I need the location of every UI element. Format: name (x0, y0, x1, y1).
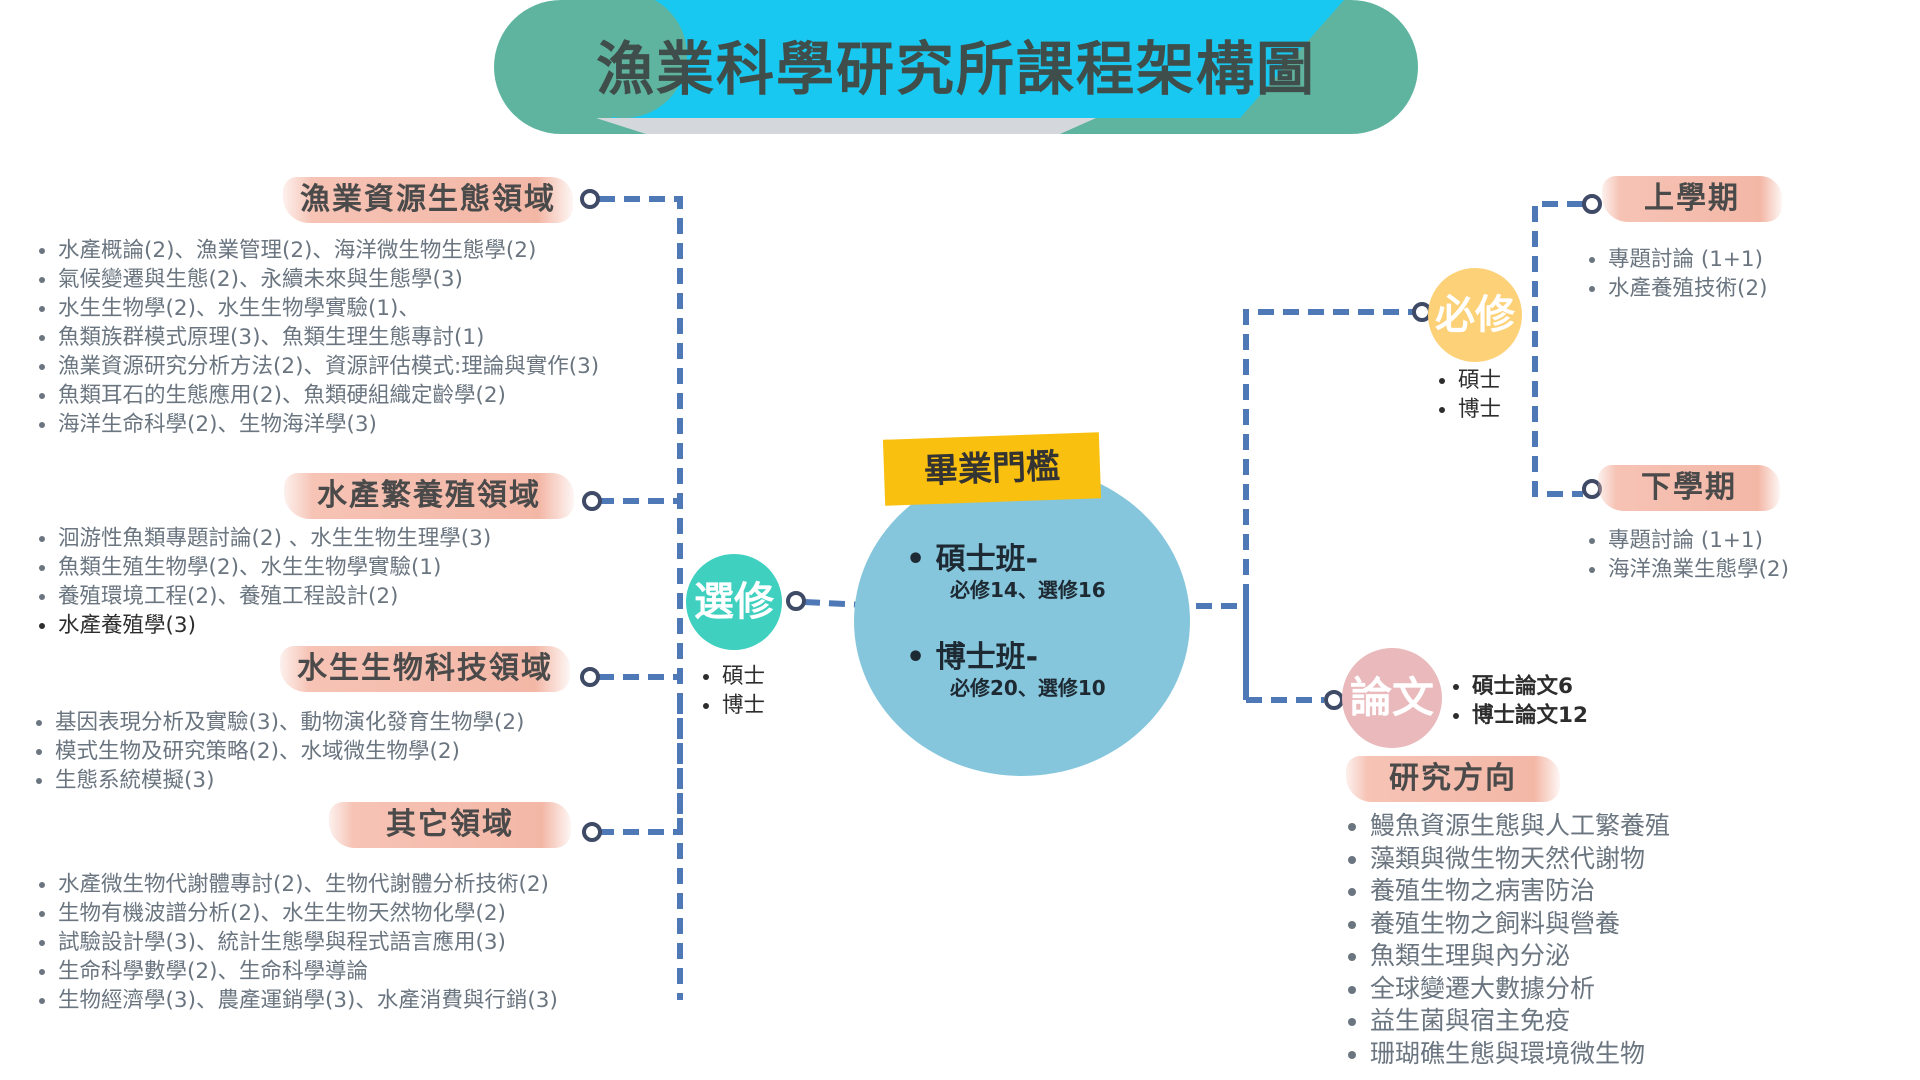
list-item: 基因表現分析及實驗(3)、動物演化發育生物學(2) (55, 708, 524, 737)
required-levels: 碩士 博士 (1430, 366, 1501, 424)
list-item: 養殖環境工程(2)、養殖工程設計(2) (58, 582, 491, 611)
connector-elective-center (803, 599, 887, 609)
list-item: 水生生物學(2)、水生生物學實驗(1)、 (58, 294, 599, 323)
list-item: 養殖生物之病害防治 (1370, 875, 1670, 908)
semester-label-first: 上學期 (1602, 176, 1782, 222)
node-other (582, 822, 602, 842)
node-aquaculture (582, 491, 602, 511)
domain-label-fishery: 漁業資源生態領域 (283, 177, 573, 223)
list-item: 碩士 (722, 662, 765, 691)
list-item: 博士論文12 (1472, 701, 1588, 730)
list-item: 藻類與微生物天然代謝物 (1370, 843, 1670, 876)
list-item: 模式生物及研究策略(2)、水域微生物學(2) (55, 737, 524, 766)
page-title: 漁業科學研究所課程架構圖 (595, 35, 1316, 103)
phd-program-label: • 博士班- (906, 640, 1039, 675)
thesis-credits: 碩士論文6 博士論文12 (1444, 672, 1588, 730)
list-item: 漁業資源研究分析方法(2)、資源評估模式:理論與實作(3) (58, 352, 599, 381)
list-item: 魚類耳石的生態應用(2)、魚類硬組織定齡學(2) (58, 381, 599, 410)
list-item: 海洋生命科學(2)、生物海洋學(3) (58, 410, 599, 439)
list-item: 海洋漁業生態學(2) (1608, 555, 1789, 584)
graduation-threshold-tag: 畢業門檻 (882, 432, 1102, 506)
title-banner (494, 0, 1418, 134)
list-item: 養殖生物之飼料與營養 (1370, 908, 1670, 941)
list-item: 水產養殖學(3) (58, 611, 491, 640)
domain-label-biotech: 水生生物科技領域 (280, 646, 570, 692)
list-item: 珊瑚礁生態與環境微生物 (1370, 1038, 1670, 1071)
elective-circle: 選修 (686, 554, 782, 650)
semester-label-second: 下學期 (1598, 465, 1780, 511)
connector-first-semester (1532, 201, 1583, 497)
list-item: 博士 (722, 691, 765, 720)
connector-fishery-domain (599, 196, 683, 1000)
list-item: 水產概論(2)、漁業管理(2)、海洋微生物生態學(2) (58, 236, 599, 265)
list-item: 專題討論 (1+1) (1608, 526, 1789, 555)
list-item: 洄游性魚類專題討論(2) 、水生生物生理學(3) (58, 524, 491, 553)
node-fishery (580, 189, 600, 209)
list-item: 魚類生殖生物學(2)、水生生物學實驗(1) (58, 553, 491, 582)
domain-label-aquaculture: 水產繁養殖領域 (284, 473, 574, 519)
list-item: 試驗設計學(3)、統計生態學與程式語言應用(3) (58, 928, 558, 957)
list-item: 全球變遷大數據分析 (1370, 973, 1670, 1006)
list-item: 水產養殖技術(2) (1608, 274, 1767, 303)
list-item: 益生菌與宿主免疫 (1370, 1005, 1670, 1038)
masters-program-label: • 碩士班- (906, 542, 1039, 577)
required-circle: 必修 (1428, 268, 1522, 362)
domain-courses-aquaculture: 洄游性魚類專題討論(2) 、水生生物生理學(3) 魚類生殖生物學(2)、水生生物… (30, 524, 491, 640)
list-item: 魚類族群模式原理(3)、魚類生理生態專討(1) (58, 323, 599, 352)
node-elective (786, 591, 806, 611)
research-direction-label: 研究方向 (1346, 756, 1560, 802)
domain-courses-biotech: 基因表現分析及實驗(3)、動物演化發育生物學(2) 模式生物及研究策略(2)、水… (27, 708, 524, 795)
list-item: 生命科學數學(2)、生命科學導論 (58, 957, 558, 986)
connector-required (1243, 309, 1413, 700)
phd-requirement: 必修20、選修10 (950, 676, 1106, 700)
node-biotech (580, 667, 600, 687)
list-item: 魚類生理與內分泌 (1370, 940, 1670, 973)
connector-thesis (1243, 600, 1324, 703)
list-item: 博士 (1458, 395, 1501, 424)
list-item: 專題討論 (1+1) (1608, 245, 1767, 274)
masters-requirement: 必修14、選修16 (950, 578, 1106, 602)
list-item: 碩士 (1458, 366, 1501, 395)
connector-other-domain (598, 690, 683, 835)
domain-label-other: 其它領域 (329, 802, 571, 848)
list-item: 水產微生物代謝體專討(2)、生物代謝體分析技術(2) (58, 870, 558, 899)
elective-levels: 碩士 博士 (694, 662, 765, 720)
list-item: 生態系統模擬(3) (55, 766, 524, 795)
domain-courses-other: 水產微生物代謝體專討(2)、生物代謝體分析技術(2) 生物有機波譜分析(2)、水… (30, 870, 558, 1015)
domain-courses-fishery: 水產概論(2)、漁業管理(2)、海洋微生物生態學(2) 氣候變遷與生態(2)、永… (30, 236, 599, 439)
list-item: 氣候變遷與生態(2)、永續未來與生態學(3) (58, 265, 599, 294)
semester-courses-first: 專題討論 (1+1) 水產養殖技術(2) (1580, 245, 1767, 303)
semester-courses-second: 專題討論 (1+1) 海洋漁業生態學(2) (1580, 526, 1789, 584)
node-first-semester (1582, 194, 1602, 214)
list-item: 鰻魚資源生態與人工繁養殖 (1370, 810, 1670, 843)
masters-label: 碩士班- (935, 542, 1039, 577)
research-direction-list: 鰻魚資源生態與人工繁養殖 藻類與微生物天然代謝物 養殖生物之病害防治 養殖生物之… (1342, 810, 1670, 1070)
list-item: 生物經濟學(3)、農產運銷學(3)、水產消費與行銷(3) (58, 986, 558, 1015)
phd-label: 博士班- (935, 640, 1039, 675)
thesis-circle: 論文 (1342, 648, 1442, 748)
node-thesis (1324, 690, 1344, 710)
list-item: 生物有機波譜分析(2)、水生生物天然物化學(2) (58, 899, 558, 928)
graduation-circle (854, 466, 1190, 776)
list-item: 碩士論文6 (1472, 672, 1588, 701)
